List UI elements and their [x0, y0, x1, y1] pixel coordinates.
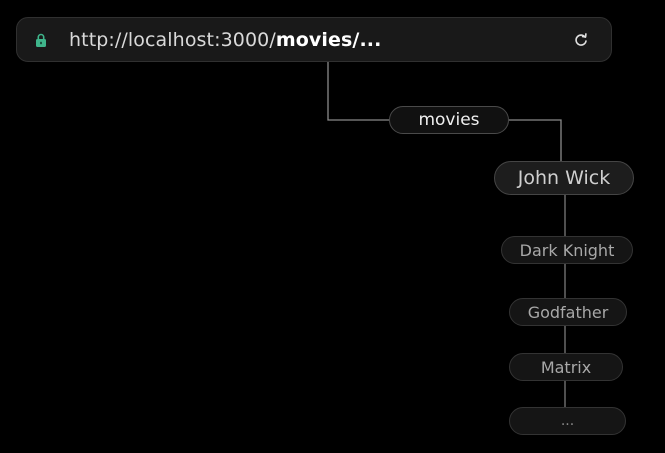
route-node-root-label: movies — [418, 110, 480, 130]
route-node-child: John Wick — [494, 161, 634, 195]
route-node-label: John Wick — [517, 167, 611, 189]
reload-icon[interactable] — [573, 32, 589, 48]
address-bar[interactable]: http://localhost:3000/movies/... — [16, 17, 612, 62]
connector-root-to-john-wick — [509, 119, 562, 161]
route-node-label: Dark Knight — [519, 240, 615, 260]
route-node-root: movies — [389, 106, 509, 134]
route-node-more: ... — [509, 407, 626, 435]
connector-url-to-root — [327, 62, 389, 121]
route-node-child: Dark Knight — [501, 236, 633, 264]
url-text[interactable]: http://localhost:3000/movies/... — [69, 29, 381, 51]
route-node-label: Matrix — [540, 357, 592, 377]
url-path: movies/... — [275, 29, 382, 51]
lock-icon — [36, 33, 46, 47]
url-base: http://localhost:3000/ — [69, 29, 276, 51]
route-node-more-label: ... — [560, 413, 575, 429]
route-node-label: Godfather — [527, 302, 609, 322]
route-node-child: Matrix — [509, 353, 623, 381]
route-node-child: Godfather — [509, 298, 627, 326]
